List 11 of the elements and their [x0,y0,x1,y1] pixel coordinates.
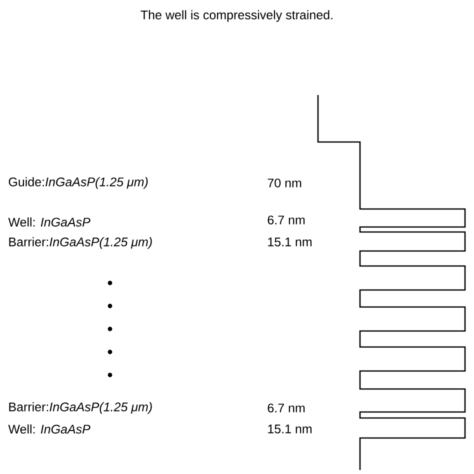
thickness-label: 70 nm [268,178,302,188]
layer-label: Barrier:InGaAsP(1.25 μm) [9,237,152,249]
thickness-label: 15.1 nm [268,238,312,246]
thickness-label: 15.1 nm [268,424,312,434]
thickness-label: 6.7 nm [268,404,305,412]
layer-label: Barrier:InGaAsP(1.25 μm) [9,402,152,414]
layer-label: Well: InGaAsP [8,424,90,434]
layer-label: Well: InGaAsP [8,217,90,227]
layer-label: Guide:InGaAsP(1.25 μm) [8,177,148,189]
thickness-label: 6.7 nm [268,216,305,224]
title: The well is compressively strained. [140,10,332,22]
